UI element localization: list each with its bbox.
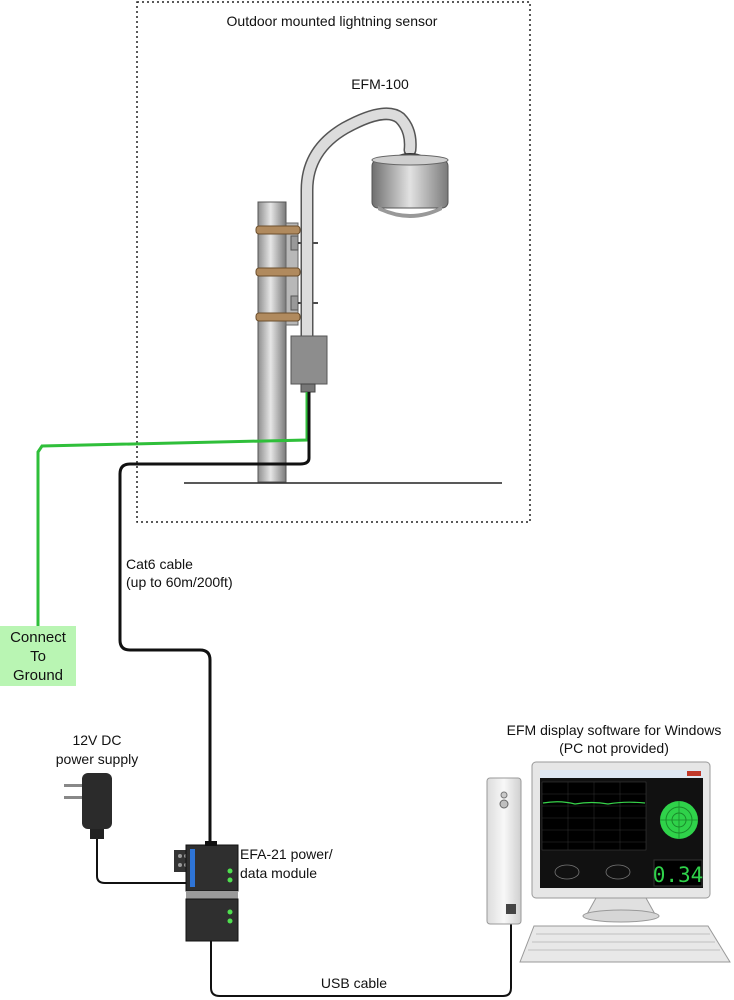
cat6-cable [118,392,311,848]
efm-100-sensor-head [371,159,449,209]
cable-label-line1: Cat6 cable [126,556,193,572]
junction-box [290,335,328,385]
pc-tower [486,777,522,925]
software-label-line2: (PC not provided) [559,740,669,756]
ground-label-line3: Ground [12,667,64,684]
connect-to-ground-box: Connect To Ground [0,626,76,686]
usb-cable [210,914,512,997]
software-label-line1: EFM display software for Windows [507,722,722,738]
pole-clamp [255,225,301,235]
module-label-line2: data module [240,865,317,881]
keyboard [519,925,731,963]
screen-reading: 0.34 [653,863,704,887]
ground-label-line2: To [30,648,46,665]
usb-cable-label: USB cable [321,975,387,991]
cable-label-line2: (up to 60m/200ft) [126,574,233,590]
power-supply-label-line2: power supply [56,751,139,767]
module-label-line1: EFA-21 power/ [240,846,333,862]
pc-monitor: 0.34 [531,761,711,923]
ground-wire [36,392,309,626]
ground-label-line1: Connect [10,629,66,646]
pole-clamp [255,312,301,322]
power-adapter [64,773,112,839]
power-cable [96,839,190,884]
sensor-area-label: Outdoor mounted lightning sensor [227,13,438,29]
pole-clamp [255,267,301,277]
sensor-model-label: EFM-100 [351,76,409,92]
sensor-area-boundary [136,1,531,523]
power-supply-label-line1: 12V DC [72,732,121,748]
efa-21-module [174,841,239,942]
mounting-pole [257,201,287,483]
